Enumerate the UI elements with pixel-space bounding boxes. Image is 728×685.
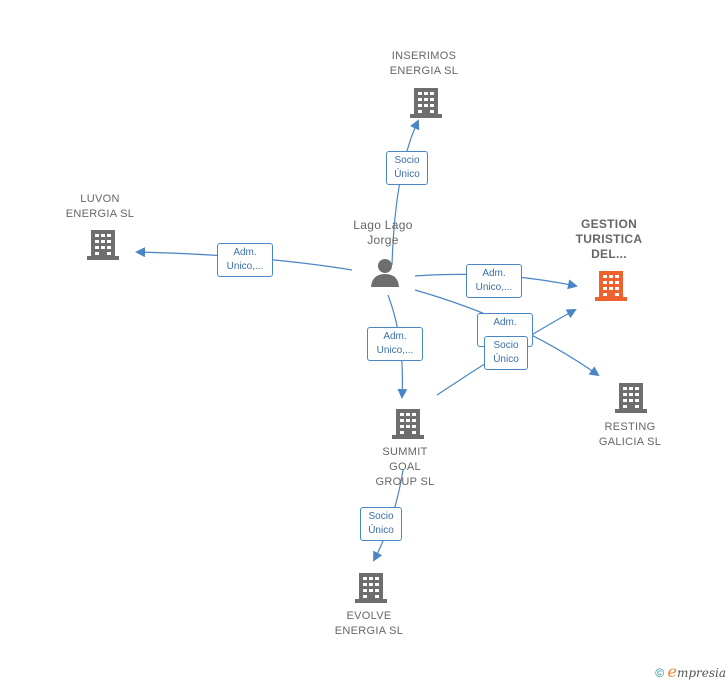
edge-label-adm-gestion[interactable]: Adm. Unico,...: [466, 264, 522, 298]
node-label-gestion[interactable]: GESTION TURISTICA DEL...: [575, 217, 643, 261]
node-label-resting[interactable]: RESTING GALICIA SL: [598, 421, 662, 448]
empresia-logo-e: e: [667, 662, 677, 681]
edge-label-adm-summit[interactable]: Adm. Unico,...: [367, 327, 423, 361]
node-label-summit[interactable]: SUMMIT GOAL GROUP SL: [375, 446, 435, 488]
node-label-person[interactable]: Lago Lago Jorge: [353, 218, 413, 247]
edge-label-adm-luvon[interactable]: Adm. Unico,...: [217, 243, 273, 277]
person-icon: [371, 259, 399, 287]
node-label-luvon[interactable]: LUVON ENERGIA SL: [65, 193, 135, 220]
node-label-evolve[interactable]: EVOLVE ENERGIA SL: [334, 610, 404, 637]
empresia-logo-text: mpresia: [676, 666, 726, 680]
empresia-watermark: © empresia: [655, 662, 726, 681]
node-label-inserimos[interactable]: INSERIMOS ENERGIA SL: [389, 50, 459, 77]
edge-label-socio-unico-gestion[interactable]: Socio Único: [484, 336, 528, 370]
copyright-icon: ©: [655, 666, 665, 680]
edge-label-socio-unico-evolve[interactable]: Socio Único: [360, 507, 402, 541]
edge-label-socio-unico-inserimos[interactable]: Socio Único: [386, 151, 428, 185]
